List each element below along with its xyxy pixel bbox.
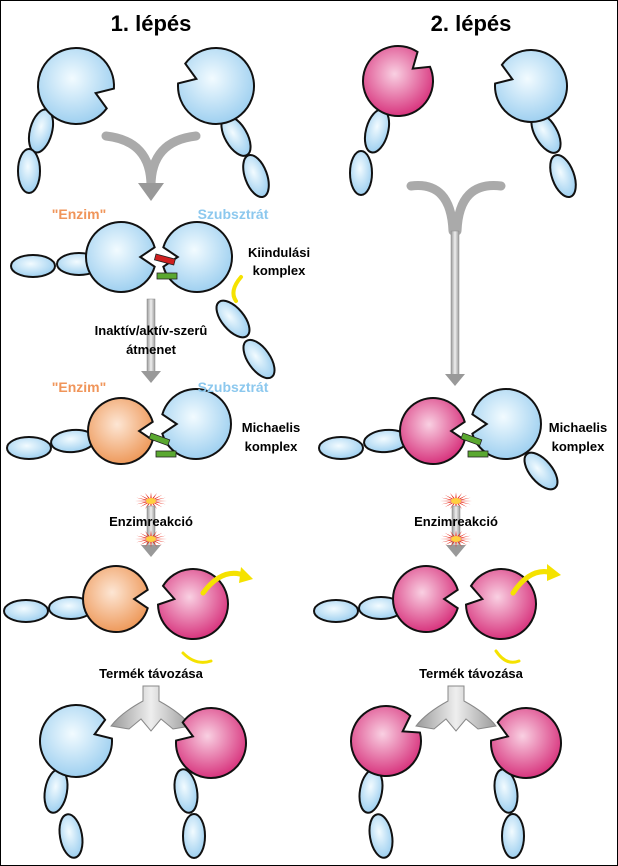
c1-enzyme-active-protein: [87, 397, 154, 465]
green-binding-site: [156, 272, 178, 280]
c1-merge-arrow-head: [138, 183, 164, 201]
c2-enzyme-chain-domain-2: [318, 436, 364, 460]
c2-merge-arrow-left: [406, 181, 458, 236]
reaction-label: Enzimreakció: [109, 514, 193, 529]
michaelis-label-2: komplex: [245, 439, 299, 454]
c2-top-left-chain-domain-2: [349, 150, 373, 196]
c2-reaction-burst-2-core: [451, 536, 461, 542]
substrate-label-2: Szubsztrát: [198, 379, 269, 395]
c1-merge-arrow-left: [101, 131, 156, 191]
transition-label-1: Inaktív/aktív-szerû: [95, 323, 208, 338]
c2-top-left-protein: [362, 45, 434, 117]
c1-release-split-arrow: [110, 685, 192, 732]
c2-substrate-protein: [471, 388, 542, 460]
c2-bottom-product-chain-domain-2: [501, 813, 525, 859]
c1-top-left-protein: [37, 47, 115, 125]
c2-enzyme-protein-2: [392, 565, 459, 633]
step-2-title: 2. lépés: [431, 11, 512, 36]
c2-enzyme-chain-2-domain-2: [313, 599, 359, 623]
c2-bottom-enzyme-chain-domain-2: [368, 813, 394, 859]
step-1-title: 1. lépés: [111, 11, 192, 36]
green-binding-site-2: [148, 432, 171, 446]
michaelis-label-1-step2: Michaelis: [549, 420, 608, 435]
c2-release-yellow-arrow: [494, 649, 521, 664]
c2-enzyme-protein: [399, 397, 466, 465]
michaelis-label-1: Michaelis: [242, 420, 301, 435]
c2-merge-arrow-shaft: [450, 230, 460, 377]
c1-reaction-arrow-head: [141, 545, 161, 557]
c1-bottom-enzyme-protein: [39, 704, 113, 778]
yellow-rotation-arrow: [231, 275, 243, 303]
c2-bottom-product-protein: [490, 707, 562, 779]
c1-product-yellow-arrow-head: [239, 567, 253, 583]
c1-top-right-protein: [177, 47, 255, 125]
initial-complex-label-1: Kiindulási: [248, 245, 310, 260]
c2-reaction-arrow-head: [446, 545, 466, 557]
c1-enzyme-protein: [85, 221, 156, 293]
product-release-label: Termék távozása: [99, 666, 204, 681]
c1-substrate-protein-2: [161, 388, 232, 460]
c2-reaction-burst-1-core: [451, 498, 461, 504]
c2-top-right-chain-domain-2: [549, 153, 577, 199]
c1-bottom-substrate-chain-domain-2: [58, 813, 84, 859]
c1-transition-arrow-head: [141, 371, 161, 383]
product-release-label-step2: Termék távozása: [419, 666, 524, 681]
c2-merge-arrow-right: [452, 181, 506, 236]
michaelis-label-2-step2: komplex: [552, 439, 606, 454]
c1-enzyme-active-protein-2: [82, 565, 149, 633]
c1-substrate-chain-domain-2: [242, 338, 276, 380]
c1-reaction-burst-1-core: [146, 498, 156, 504]
c2-merge-arrow-head: [445, 374, 465, 386]
c1-enzyme-chain-domain-2: [10, 254, 56, 278]
c1-top-right-chain-domain-2: [242, 153, 270, 199]
c1-bottom-product-chain-domain-1: [173, 768, 199, 814]
c1-substrate-protein: [162, 221, 233, 293]
c1-reaction-burst-2-core: [146, 536, 156, 542]
c2-green-binding-site: [460, 432, 483, 446]
c1-substrate-chain-domain-1: [215, 299, 251, 339]
substrate-label: Szubsztrát: [198, 206, 269, 222]
c1-bottom-product-protein: [175, 707, 247, 779]
enzyme-label-2: "Enzim": [52, 379, 107, 395]
initial-complex-label-2: komplex: [253, 263, 307, 278]
c1-bottom-product-chain-domain-2: [182, 813, 206, 859]
c2-bottom-enzyme-protein: [350, 705, 422, 777]
c2-green-binding-site-2: [467, 450, 489, 458]
c1-release-yellow-arrow: [181, 651, 213, 664]
transition-label-2: átmenet: [126, 342, 177, 357]
c2-substrate-chain-domain-1: [523, 451, 559, 491]
c1-enzyme-chain-2-domain-2: [6, 436, 52, 460]
c2-product-yellow-arrow-head: [547, 564, 561, 581]
green-binding-site-3: [155, 450, 177, 458]
c1-enzyme-chain-3-domain-2: [3, 599, 49, 623]
c1-merge-arrow-right: [146, 131, 201, 191]
reaction-label-step2: Enzimreakció: [414, 514, 498, 529]
c2-top-right-protein: [494, 49, 568, 123]
enzyme-label: "Enzim": [52, 206, 107, 222]
c2-release-split-arrow: [415, 685, 497, 732]
red-binding-site: [153, 253, 176, 266]
c1-top-left-chain-domain-2: [17, 148, 41, 194]
